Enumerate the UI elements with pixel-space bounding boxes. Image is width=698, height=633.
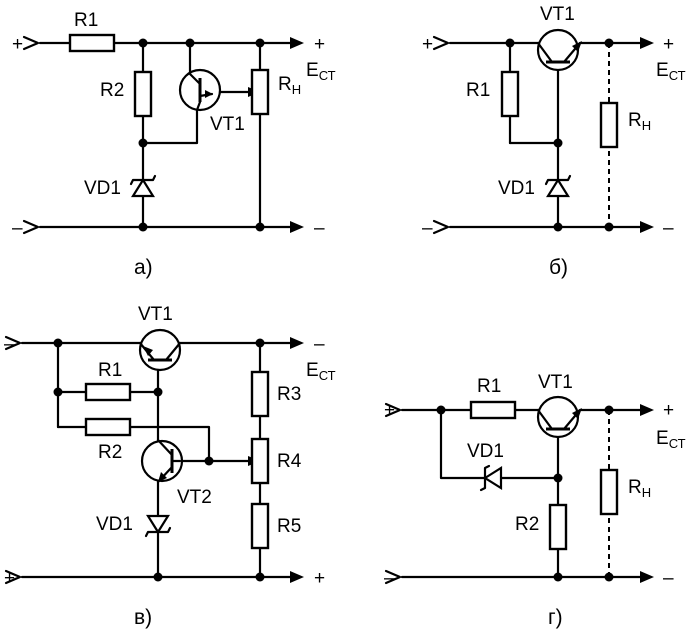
caption-b: б): [549, 256, 568, 279]
label-vt1-v: VT1: [138, 304, 173, 325]
label-r1-b: R1: [466, 80, 490, 101]
label-r2-v: R2: [98, 442, 122, 463]
resistor-rh-a: [250, 68, 270, 116]
circuit-g: + – + – EСТ R1 R2 RН VT1 VD1 г): [384, 372, 686, 629]
transistor-vt1-a: [178, 68, 222, 112]
label-e-v: EСТ: [306, 360, 336, 383]
label-r1-g: R1: [477, 376, 501, 397]
input-arrow-plus-a: [22, 35, 40, 51]
transistor-vt1-b: [536, 28, 582, 72]
label-vt1-a: VT1: [210, 114, 245, 135]
caption-a: а): [134, 256, 153, 279]
input-arrow-plus-v: [4, 569, 22, 585]
input-arrow-minus-b: [432, 219, 450, 235]
terminal-in-plus-a: +: [12, 34, 23, 55]
label-vd1-v: VD1: [96, 514, 133, 535]
resistor-r1-v: [84, 382, 132, 402]
input-arrow-plus-g: [384, 402, 402, 418]
terminal-in-minus-a: –: [12, 218, 23, 239]
output-arrow-plus-v: [290, 571, 304, 583]
zener-vd1-a: [129, 174, 157, 198]
input-arrow-minus-v: [4, 335, 22, 351]
terminal-out-minus-g: –: [663, 568, 674, 589]
label-vd1-b: VD1: [498, 178, 535, 199]
output-arrow-minus-a: [290, 221, 304, 233]
output-arrow-minus-g: [640, 571, 654, 583]
resistor-r2-v: [84, 417, 132, 437]
label-e-g: EСТ: [656, 428, 686, 451]
resistor-rh-b: [599, 101, 619, 149]
terminal-in-plus-g: +: [384, 400, 395, 421]
label-rh-g: RН: [628, 477, 651, 500]
resistor-r1-a: [68, 33, 116, 53]
resistor-r2-a: [133, 70, 153, 118]
zener-vd1-g: [479, 464, 503, 492]
label-rh-b: RН: [628, 110, 651, 133]
terminal-in-minus-b: –: [422, 218, 433, 239]
terminal-out-plus-v: +: [314, 568, 325, 589]
zener-vd1-b: [544, 174, 572, 198]
label-vd1-a: VD1: [84, 178, 121, 199]
resistor-r1-b: [500, 70, 520, 118]
label-vt2-v: VT2: [177, 487, 212, 508]
terminal-in-plus-b: +: [422, 34, 433, 55]
label-vt1-b: VT1: [540, 4, 575, 25]
output-arrow-minus-v: [290, 337, 304, 349]
terminal-out-plus-b: +: [663, 34, 674, 55]
circuit-a: + – + – EСТ R1 R2 RН VT1 VD1 а): [12, 10, 336, 279]
transistor-vt1-v: [138, 328, 182, 372]
label-e-b: EСТ: [656, 60, 686, 83]
label-r5-v: R5: [277, 516, 301, 537]
transistor-vt1-g: [536, 395, 582, 439]
resistor-r1-g: [469, 400, 517, 420]
input-arrow-plus-b: [432, 35, 450, 51]
terminal-in-plus-v: +: [4, 568, 15, 589]
label-rh-a: RН: [278, 74, 301, 97]
base-wire-a: [141, 108, 199, 145]
label-r1-v: R1: [98, 360, 122, 381]
circuit-b: + – + – EСТ R1 RН VT1 VD1 б): [422, 4, 686, 279]
resistor-r4-v: [250, 437, 270, 485]
label-r2-g: R2: [515, 514, 539, 535]
circuit-v: – + – + EСТ R1 R2 R3 R4 R5 VT1 VT2 VD1 в…: [4, 304, 336, 629]
terminal-out-minus-a: –: [314, 218, 325, 239]
terminal-in-minus-g: –: [384, 568, 395, 589]
output-arrow-plus-b: [640, 37, 654, 49]
label-r3-v: R3: [277, 384, 301, 405]
caption-v: в): [134, 606, 152, 629]
terminal-out-minus-b: –: [663, 218, 674, 239]
input-arrow-minus-g: [384, 569, 402, 585]
zener-vd1-v: [144, 514, 172, 538]
label-r4-v: R4: [277, 451, 302, 472]
label-e-a: EСТ: [306, 60, 336, 83]
terminal-out-plus-g: +: [663, 400, 674, 421]
resistor-rh-g: [599, 468, 619, 516]
terminal-out-plus-a: +: [314, 34, 325, 55]
label-r2-a: R2: [100, 80, 124, 101]
r2-right-wire-v: [128, 425, 211, 463]
resistor-r5-v: [250, 502, 270, 550]
terminal-out-minus-v: –: [314, 334, 325, 355]
output-arrow-plus-a: [290, 37, 304, 49]
caption-g: г): [548, 606, 563, 629]
transistor-vt2-v: [140, 438, 184, 484]
resistor-r2-g: [548, 503, 568, 551]
terminal-in-minus-v: –: [4, 334, 15, 355]
input-arrow-minus-a: [22, 219, 40, 235]
output-arrow-plus-g: [640, 404, 654, 416]
diode-branch-wire-g: [439, 408, 560, 480]
label-r1-a: R1: [74, 10, 98, 31]
resistor-r3-v: [250, 370, 270, 418]
output-arrow-minus-b: [640, 221, 654, 233]
label-vt1-g: VT1: [538, 372, 573, 393]
label-vd1-g: VD1: [467, 441, 504, 462]
